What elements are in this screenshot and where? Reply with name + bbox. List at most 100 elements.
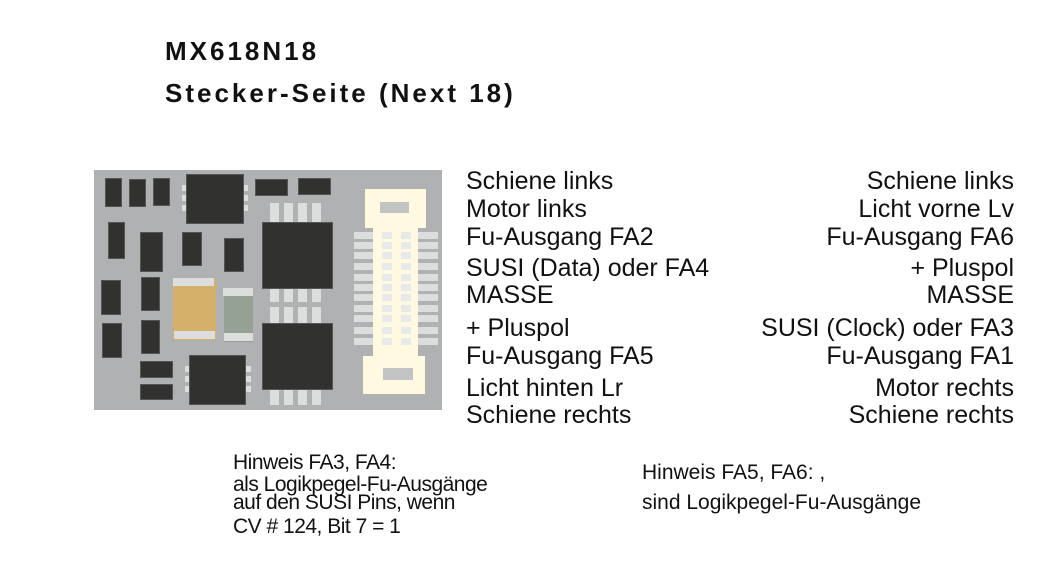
- connector-contact: [401, 305, 411, 312]
- connector-pin: [418, 338, 438, 345]
- smd-component: [224, 238, 244, 272]
- connector-contact: [382, 274, 392, 281]
- connector-contact: [382, 252, 392, 259]
- pin-label-left: Licht hinten Lr: [466, 374, 624, 402]
- connector-pin: [418, 252, 438, 259]
- connector-contact: [382, 338, 392, 345]
- connector-contact: [382, 284, 392, 291]
- pin-label-right: MASSE: [926, 281, 1014, 309]
- chip-pin: [298, 389, 307, 405]
- pin-label-left: Schiene rechts: [466, 401, 632, 429]
- connector-contact: [382, 305, 392, 312]
- pin-label-right: + Pluspol: [910, 254, 1014, 282]
- connector-contact: [382, 327, 392, 334]
- chip-pin: [312, 203, 321, 223]
- note-line: als Logikpegel-Fu-Ausgänge: [233, 473, 488, 496]
- chip-pin: [242, 205, 248, 211]
- chip-pin: [182, 185, 188, 191]
- chip-pin: [242, 185, 248, 191]
- connector-pin: [354, 305, 374, 312]
- smd-component: [141, 320, 160, 354]
- pin-label-left: SUSI (Data) oder FA4: [466, 254, 710, 282]
- pin-label-right: Fu-Ausgang FA1: [826, 342, 1014, 370]
- note-line: Hinweis FA5, FA6: ,: [642, 461, 826, 484]
- chip-pin: [185, 386, 191, 392]
- pin-label-left: Motor links: [466, 195, 587, 223]
- smd-component: [153, 178, 170, 206]
- connector-contact: [401, 294, 411, 301]
- pin-label-left: Fu-Ausgang FA5: [466, 342, 654, 370]
- note-fa5-fa6: Hinweis FA5, FA6: , sind Logikpegel-Fu-A…: [642, 458, 921, 518]
- connector-pin: [354, 274, 374, 281]
- connector-contact: [401, 338, 411, 345]
- chip-pin: [298, 307, 307, 323]
- connector-side-subtitle: Stecker-Seite (Next 18): [165, 78, 516, 108]
- decoder-board-illustration: [94, 170, 442, 410]
- connector-pin: [354, 338, 374, 345]
- pin-label-left: Schiene links: [466, 167, 614, 195]
- chip-pin: [298, 288, 307, 302]
- connector-contact: [401, 315, 411, 322]
- pin-label-left: MASSE: [466, 281, 554, 309]
- chip-pin: [270, 288, 279, 302]
- connector-pin: [354, 284, 374, 291]
- connector-contact: [401, 274, 411, 281]
- connector-latch-slot: [380, 202, 409, 213]
- connector-pin: [418, 232, 438, 239]
- connector-contact: [401, 327, 411, 334]
- connector-pin: [418, 242, 438, 249]
- chip-pin: [270, 203, 279, 223]
- connector-contact: [401, 263, 411, 270]
- note-line: auf den SUSI Pins, wenn: [233, 491, 455, 514]
- smd-component: [105, 178, 122, 207]
- chip-pin: [270, 307, 279, 323]
- smd-component: [101, 280, 121, 315]
- connector-contact: [382, 242, 392, 249]
- connector-pin: [354, 263, 374, 270]
- connector-contact: [401, 284, 411, 291]
- note-line: Hinweis FA3, FA4:: [233, 451, 397, 474]
- connector-contact: [382, 263, 392, 270]
- chip-pin: [312, 389, 321, 405]
- capacitor-pad: [174, 331, 215, 339]
- tantalum-capacitor: [173, 278, 216, 340]
- smd-component: [129, 179, 146, 207]
- connector-latch-slot: [383, 368, 413, 380]
- chip-pin: [245, 366, 251, 372]
- chip-pin: [242, 195, 248, 201]
- connector-contact: [382, 315, 392, 322]
- chip-pin: [185, 376, 191, 382]
- smd-component: [108, 222, 125, 259]
- connector-pin: [354, 252, 374, 259]
- pin-label-right: Motor rechts: [875, 374, 1014, 402]
- next18-connector-body: [373, 226, 418, 360]
- connector-contact: [382, 294, 392, 301]
- connector-pin: [418, 284, 438, 291]
- note-line: sind Logikpegel-Fu-Ausgänge: [642, 491, 922, 514]
- chip-pin: [182, 205, 188, 211]
- capacitor-pad: [224, 333, 253, 341]
- smd-component: [140, 232, 163, 272]
- pin-label-right: SUSI (Clock) oder FA3: [761, 314, 1014, 342]
- capacitor-pad: [173, 278, 214, 286]
- chip-pin: [185, 366, 191, 372]
- connector-pin: [354, 232, 374, 239]
- connector-contact: [401, 242, 411, 249]
- connector-pin: [418, 327, 438, 334]
- connector-pin: [354, 294, 374, 301]
- connector-pin: [354, 327, 374, 334]
- connector-pin: [418, 294, 438, 301]
- pin-label-left: + Pluspol: [466, 314, 570, 342]
- chip-pin: [270, 389, 279, 405]
- chip-pin: [284, 203, 293, 223]
- note-line: CV # 124, Bit 7 = 1: [233, 515, 401, 538]
- pin-label-right: Licht vorne Lv: [858, 195, 1014, 223]
- connector-pin: [418, 305, 438, 312]
- chip-pin: [284, 307, 293, 323]
- chip-pin: [312, 307, 321, 323]
- connector-pin: [418, 274, 438, 281]
- connector-pin: [354, 242, 374, 249]
- ic-chip: [189, 355, 246, 405]
- chip-pin: [245, 376, 251, 382]
- smd-component: [140, 384, 173, 400]
